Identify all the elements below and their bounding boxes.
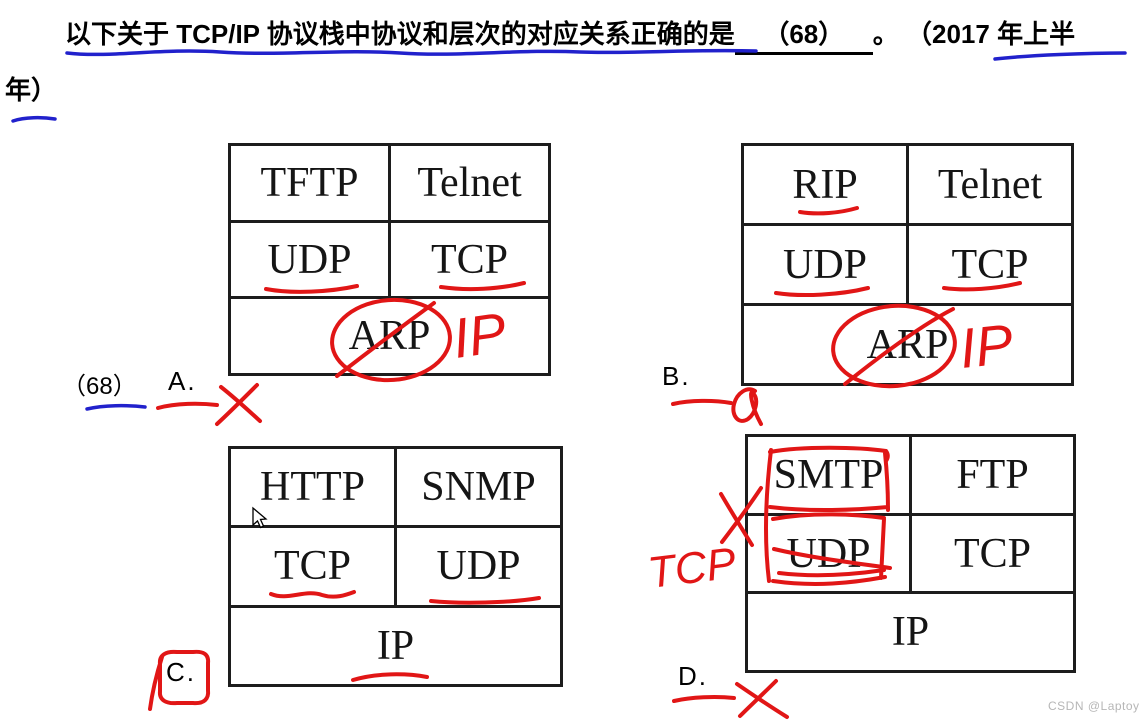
question-number-label: （68） — [62, 373, 137, 400]
protocol-cell: Telnet — [388, 146, 548, 220]
table-row: ARP — [231, 296, 548, 373]
protocol-cell: TCP — [909, 515, 1073, 592]
protocol-cell: TCP — [388, 222, 548, 297]
question-after-blank: 。 （2017 年上半 — [872, 19, 1076, 49]
protocol-cell: SNMP — [394, 449, 560, 526]
option-b-table: RIP Telnet UDP TCP ARP — [741, 143, 1074, 386]
option-b-label: B. — [662, 361, 691, 391]
protocol-cell: HTTP — [260, 464, 365, 511]
protocol-cell: ARP — [348, 313, 431, 360]
handwritten-tcp-d: TCP — [645, 538, 739, 597]
protocol-cell: TCP — [906, 226, 1071, 303]
protocol-cell: UDP — [267, 236, 352, 283]
protocol-cell: UDP — [782, 241, 868, 288]
option-d-label: D. — [678, 661, 708, 691]
option-d-table: SMTP FTP UDP TCP IP — [745, 434, 1076, 673]
table-row: UDP TCP — [231, 219, 548, 297]
red-alpha-mark-option-b — [731, 387, 763, 426]
protocol-cell: TFTP — [260, 159, 359, 206]
option-c-label: C. — [166, 657, 196, 687]
question-before-blank: 以下关于 TCP/IP 协议栈中协议和层次的对应关系正确的是 — [65, 19, 735, 49]
red-x-option-a — [215, 383, 262, 426]
table-row: UDP TCP — [744, 223, 1071, 303]
protocol-cell: IP — [376, 622, 415, 669]
protocol-cell: Telnet — [906, 146, 1071, 223]
red-underline-option-b — [671, 398, 733, 406]
question-text-line2: 年） — [5, 75, 58, 105]
protocol-cell: UDP — [394, 528, 560, 605]
question-blank: （68） — [734, 14, 873, 55]
red-underline-option-d — [672, 695, 736, 703]
table-row: UDP TCP — [748, 512, 1073, 592]
table-row: RIP Telnet — [744, 146, 1071, 223]
table-row: ARP — [744, 303, 1071, 383]
table-row: IP — [748, 591, 1073, 670]
protocol-cell: ARP — [866, 321, 949, 368]
question-text-line1: 以下关于 TCP/IP 协议栈中协议和层次的对应关系正确的是 （68） 。 （201… — [65, 14, 1075, 55]
option-a-table: TFTP Telnet UDP TCP ARP — [228, 143, 551, 376]
option-a-label: A. — [168, 366, 197, 396]
csdn-watermark: CSDN @Laptoy — [1048, 699, 1140, 713]
question-blank-number: （68） — [763, 19, 845, 49]
table-row: SMTP FTP — [748, 437, 1073, 513]
blue-underline-68-label — [85, 403, 147, 411]
protocol-cell: TCP — [273, 543, 352, 590]
table-row: TFTP Telnet — [231, 146, 548, 220]
table-row: IP — [231, 604, 560, 684]
protocol-cell: UDP — [786, 530, 871, 577]
option-c-table: HTTP SNMP TCP UDP IP — [228, 446, 563, 687]
red-x-option-d — [735, 679, 789, 719]
protocol-cell: IP — [891, 609, 930, 656]
blue-mark-year — [11, 115, 57, 123]
table-row: HTTP SNMP — [231, 449, 560, 526]
protocol-cell: SMTP — [773, 451, 884, 498]
protocol-cell: FTP — [909, 437, 1073, 513]
protocol-cell: RIP — [792, 161, 858, 208]
table-row: TCP UDP — [231, 525, 560, 605]
red-underline-option-a — [156, 401, 219, 410]
